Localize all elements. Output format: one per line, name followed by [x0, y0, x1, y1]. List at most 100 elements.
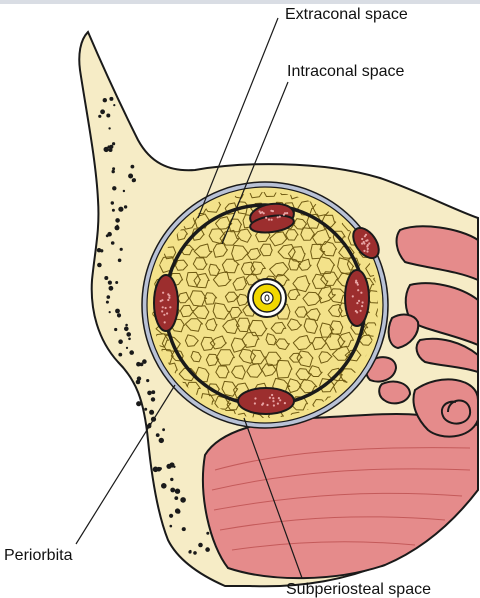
bone-pore — [181, 528, 184, 531]
bone-pore — [122, 189, 126, 193]
periorbita-leader-line — [75, 384, 176, 545]
bone-pore — [130, 164, 135, 169]
fat-lobule — [229, 306, 243, 319]
bone-pore — [102, 98, 108, 103]
fat-lobule — [262, 192, 278, 197]
fat-lobule — [205, 318, 218, 332]
fat-lobule — [224, 202, 238, 215]
fat-lobule — [193, 243, 213, 258]
bone-pore — [112, 186, 117, 191]
bone-pore — [181, 527, 186, 532]
superior-oblique-muscle — [352, 226, 380, 260]
bone-pore — [198, 542, 203, 548]
bone-pore — [125, 323, 128, 327]
bone-pore — [118, 206, 124, 212]
fat-lobule — [305, 308, 321, 321]
fat-lobule — [319, 378, 335, 393]
subperiosteal-space-label: Subperiosteal space — [286, 581, 431, 598]
fat-lobule — [296, 350, 314, 368]
bone-pore — [125, 346, 129, 349]
lateral-rectus-muscle — [153, 274, 179, 332]
muscle-fiber-dot — [360, 291, 363, 294]
fat-lobule — [329, 320, 344, 335]
muscle-fiber-dot — [162, 291, 165, 294]
muscle-fiber-dot — [356, 302, 359, 305]
bone-pore — [188, 550, 192, 554]
bone-pore — [115, 281, 119, 284]
fat-lobule — [358, 334, 374, 346]
bone-pore — [115, 218, 120, 223]
bone-pore — [173, 465, 176, 468]
bone-pore — [128, 173, 134, 179]
muscle-fiber-dot — [161, 299, 164, 302]
muscle-fiber-dot — [359, 309, 362, 312]
bone-pores — [96, 96, 210, 555]
fat-lobule — [184, 334, 199, 347]
fat-lobule — [302, 291, 323, 307]
top-border — [0, 0, 480, 4]
fat-lobule — [219, 229, 240, 246]
intraconal-space-label: Intraconal space — [287, 63, 405, 80]
fat-lobule — [195, 366, 210, 383]
bone-pore — [108, 285, 114, 291]
bone-pore — [109, 144, 114, 149]
fat-lobule — [328, 303, 343, 318]
muscle-fiber-dot — [362, 240, 365, 244]
fat-lobule — [200, 336, 216, 351]
muscle-fiber-dot — [272, 400, 275, 403]
bone-pore — [176, 509, 181, 514]
fat-lobule — [303, 318, 319, 334]
fat-lobule — [231, 365, 246, 380]
bone-pore — [136, 376, 142, 381]
bone-pore — [97, 262, 102, 268]
bone-pore — [135, 379, 141, 385]
fat-lobule — [317, 286, 336, 304]
fat-lobule — [222, 318, 240, 334]
fat-lobule — [212, 271, 232, 287]
fat-lobule — [192, 257, 208, 270]
bone-pore — [144, 407, 148, 411]
muscle-fiber-dot — [361, 301, 364, 304]
bone-pore — [114, 327, 118, 332]
fat-lobule — [212, 242, 228, 258]
bone-pore — [118, 352, 123, 357]
bone-pore — [106, 113, 111, 118]
bone-pore — [146, 379, 150, 383]
muscle-fiber-dot — [356, 283, 359, 286]
bone-pore — [111, 208, 115, 212]
central-retinal-vessel — [260, 291, 274, 305]
fat-lobule — [228, 218, 243, 233]
bone-pore — [109, 96, 114, 101]
bone-pore — [119, 247, 123, 251]
bone-pore — [169, 513, 174, 518]
bone-pore — [170, 477, 174, 482]
muscle-fiber-dot — [356, 281, 359, 284]
bone-pore — [114, 225, 120, 231]
fat-lobule — [319, 322, 335, 338]
fat-lobule — [318, 351, 333, 364]
bone-pore — [180, 497, 186, 503]
muscle-fiber-dot — [265, 216, 268, 219]
muscle-fiber-dot — [272, 397, 275, 400]
muscle-fiber-dot — [261, 403, 264, 406]
muscle-fiber-dot — [266, 403, 269, 407]
muscle-fiber-dot — [355, 279, 358, 282]
fat-lobule — [337, 257, 355, 276]
muscle-fiber-dot — [253, 402, 256, 405]
fat-lobule — [215, 365, 230, 379]
muscle-fiber-dot — [363, 249, 366, 252]
fat-lobule — [178, 367, 197, 382]
muscle-fiber-dot — [357, 289, 360, 292]
fat-lobule — [193, 273, 210, 289]
muscle-fiber-dot — [267, 218, 271, 221]
bone-pore — [105, 300, 109, 304]
fat-lobule — [224, 291, 239, 303]
fat-lobule — [251, 412, 266, 418]
muscle-fiber-dot — [168, 296, 171, 299]
subperiosteal-leader-line — [243, 417, 303, 579]
muscle-fiber-dot — [169, 306, 172, 309]
muscle-fiber-dot — [276, 402, 279, 405]
fat-lobule — [275, 338, 290, 350]
fat-lobule — [209, 335, 227, 350]
